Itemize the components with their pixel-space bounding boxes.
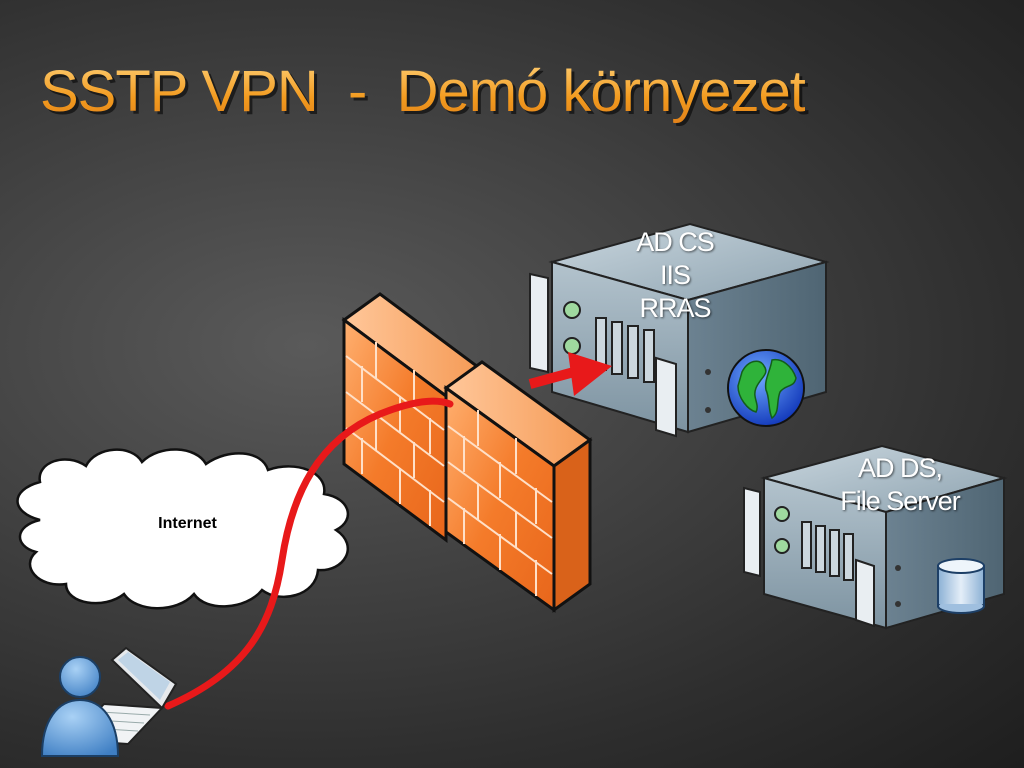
server-1 (529, 222, 830, 438)
internet-cloud (16, 448, 350, 610)
database-icon (937, 558, 985, 614)
internet-label: Internet (158, 515, 217, 532)
user-icon (40, 656, 120, 757)
vpn-connection-arrow (164, 352, 612, 710)
server-2 (743, 444, 1008, 630)
server-1-label-line-2: IIS (659, 260, 691, 290)
slide-title: SSTP VPN - Demó környezet (40, 59, 806, 124)
server-1-label-line-3: RRAS (639, 293, 711, 323)
server-2-label-line-2: File Server (840, 486, 961, 516)
slide-title-shadow: SSTP VPN - Demó környezet (43, 61, 809, 128)
server-2-label-line-1: AD DS, (857, 453, 943, 483)
server-1-label: AD CS IIS RRAS (600, 226, 750, 325)
firewall-icon (341, 292, 593, 613)
server-2-label: AD DS, File Server (800, 452, 1000, 518)
server-1-label-line-1: AD CS (636, 227, 715, 257)
globe-icon (727, 349, 805, 427)
